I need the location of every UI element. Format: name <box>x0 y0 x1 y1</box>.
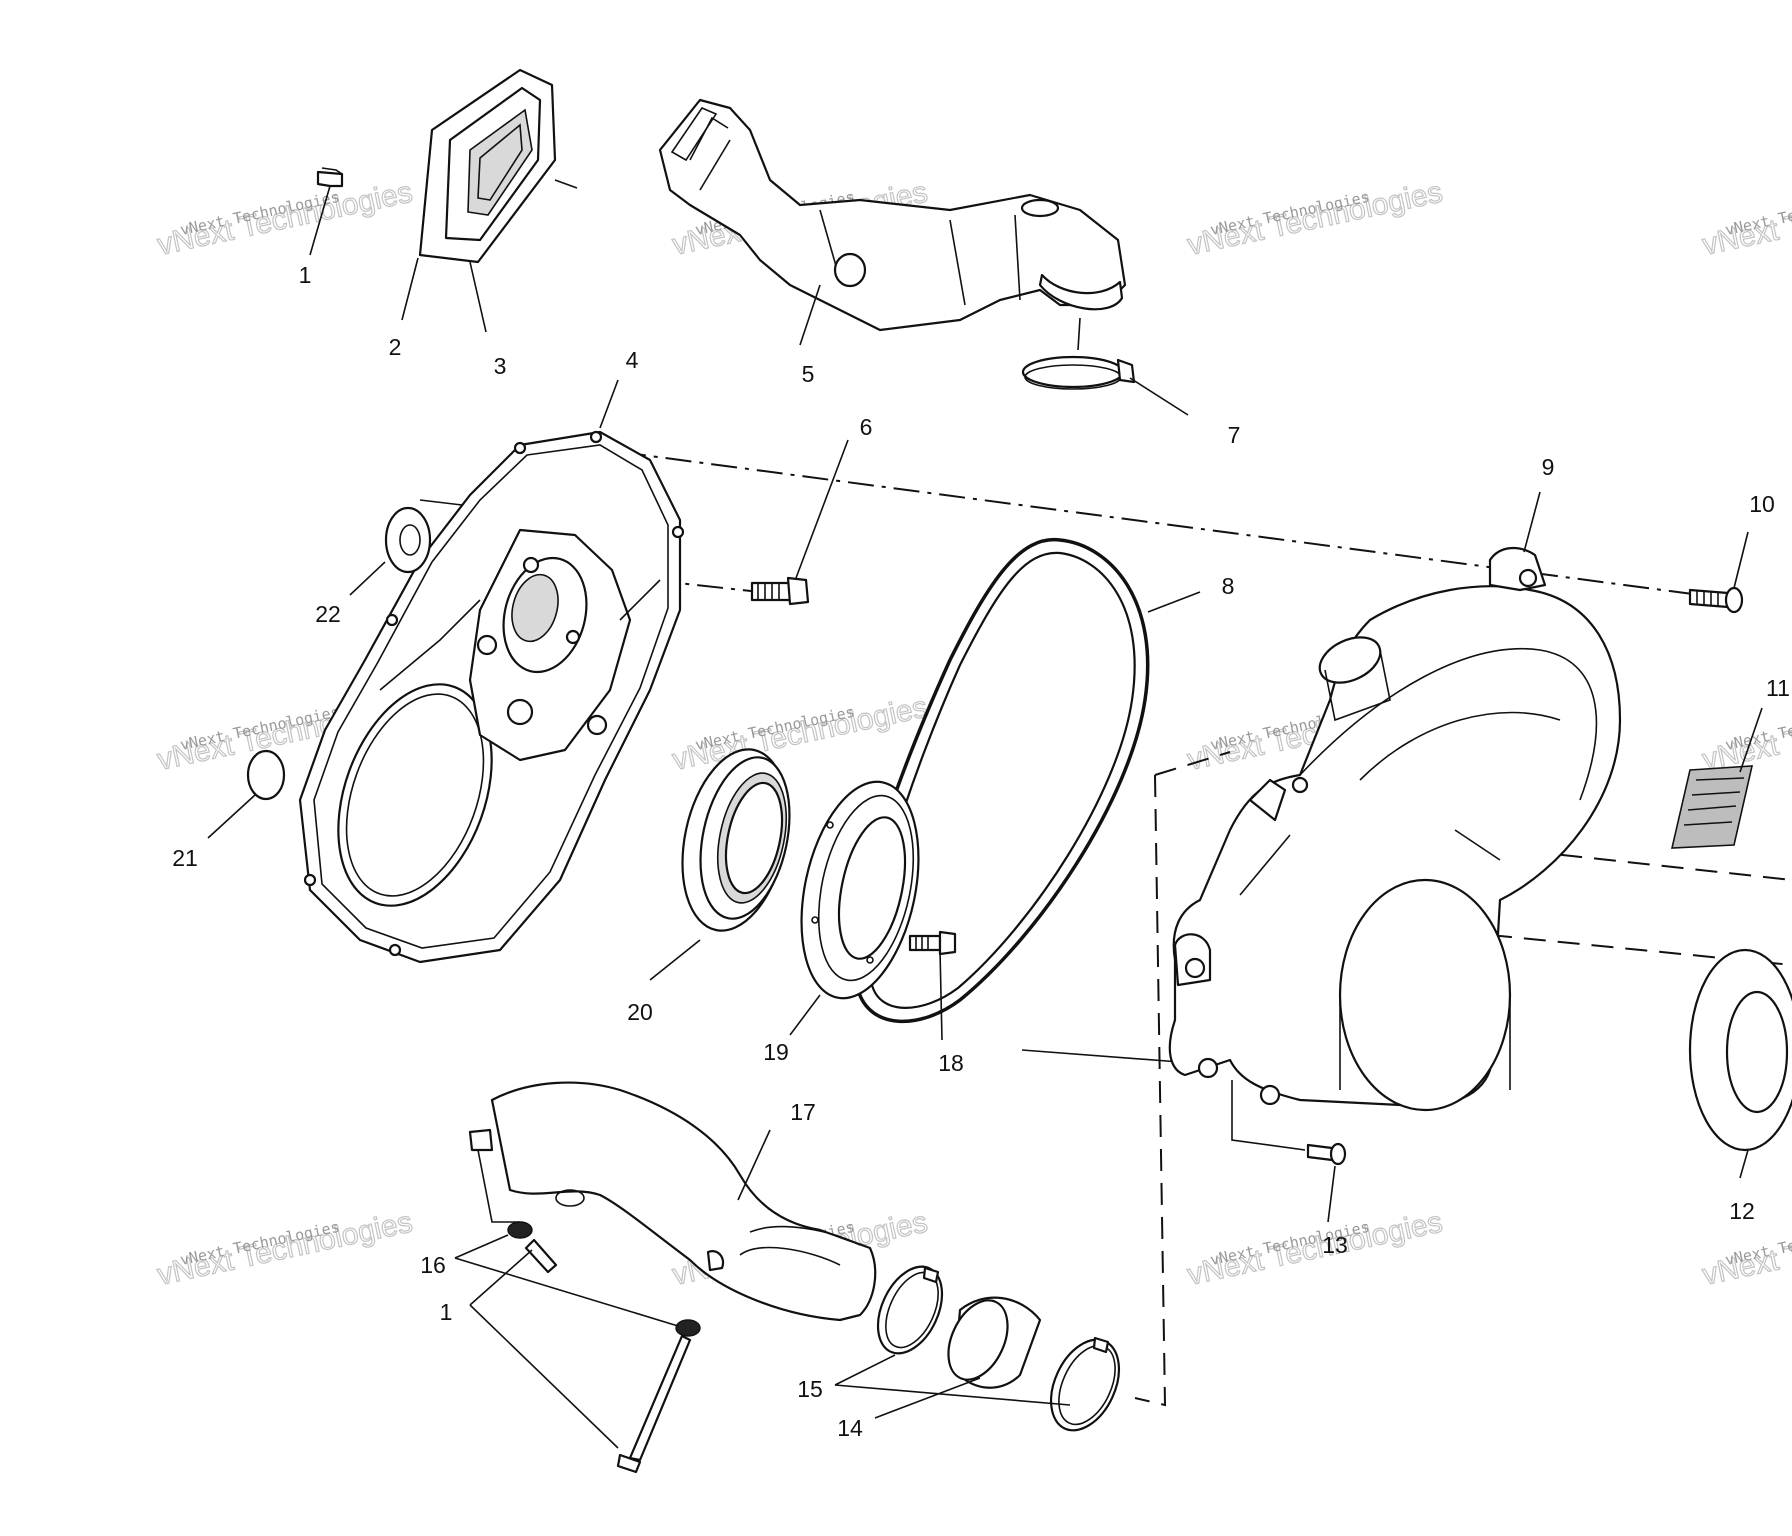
part-16-nuts <box>454 1221 701 1337</box>
watermark-3: vNext Technologies vNext Technologies <box>1184 175 1446 262</box>
watermark-5: vNext Technologies vNext Technologies <box>669 690 931 777</box>
part-1-bolt-top <box>309 167 344 256</box>
watermark-1: vNext Technologies vNext Technologies <box>154 175 416 262</box>
callout-12: 12 <box>1729 1198 1755 1224</box>
callout-9: 9 <box>1542 454 1555 480</box>
watermark-9: vNext Technologies vNext Technologies <box>1184 1205 1446 1292</box>
callout-19: 19 <box>763 1039 789 1065</box>
part-11-decal <box>1670 707 1763 849</box>
part-9-outer-cover <box>1168 491 1622 1112</box>
watermark-10: vNext Technologies vNext Technologies <box>1699 175 1792 262</box>
callout-4: 4 <box>626 347 639 373</box>
callout-20: 20 <box>627 999 653 1025</box>
callout-6: 6 <box>860 414 873 440</box>
watermark-7: vNext Technologies vNext Technologies <box>154 1205 416 1292</box>
part-1-bolts-lower <box>469 1238 692 1474</box>
part-8-belt <box>853 537 1201 1023</box>
part-12-gasket <box>1688 948 1792 1179</box>
part-10-screw <box>1688 531 1749 614</box>
callout-1-bottom: 1 <box>440 1299 453 1325</box>
callout-21: 21 <box>172 845 198 871</box>
callout-13: 13 <box>1322 1232 1348 1258</box>
part-20-seal <box>649 748 791 981</box>
callout-7: 7 <box>1228 422 1241 448</box>
callout-2: 2 <box>389 334 402 360</box>
callout-labels: 1 2 3 4 5 6 7 8 9 10 11 12 13 14 15 16 1… <box>172 262 1790 1441</box>
callout-17: 17 <box>790 1099 816 1125</box>
callout-11: 11 <box>1766 675 1790 701</box>
watermark-11: vNext Technologies vNext Technologies <box>1699 690 1792 777</box>
callout-18: 18 <box>938 1050 964 1076</box>
callout-16: 16 <box>420 1252 446 1278</box>
part-2-3-intake-boot <box>401 68 578 333</box>
callout-14: 14 <box>837 1415 863 1441</box>
part-22-washer <box>349 506 432 596</box>
callout-22: 22 <box>315 601 341 627</box>
part-7-clamp <box>1021 317 1189 416</box>
part-6-bolt <box>750 439 849 606</box>
part-17-exhaust-duct <box>468 1081 877 1322</box>
part-5-intake-duct <box>658 98 1127 346</box>
part-14-sleeve <box>874 1296 1042 1419</box>
callout-10: 10 <box>1749 491 1775 517</box>
part-4-inner-cover <box>298 379 685 964</box>
part-15-clamps <box>834 1265 1121 1432</box>
part-18-bolt <box>908 930 957 1041</box>
callout-3: 3 <box>494 353 507 379</box>
part-13-screw <box>1231 1080 1347 1223</box>
callout-1-top: 1 <box>299 262 312 288</box>
callout-15: 15 <box>797 1376 823 1402</box>
callout-5: 5 <box>802 361 815 387</box>
part-19-plate <box>789 780 920 1036</box>
callout-8: 8 <box>1222 573 1235 599</box>
part-21-plug <box>207 749 286 839</box>
